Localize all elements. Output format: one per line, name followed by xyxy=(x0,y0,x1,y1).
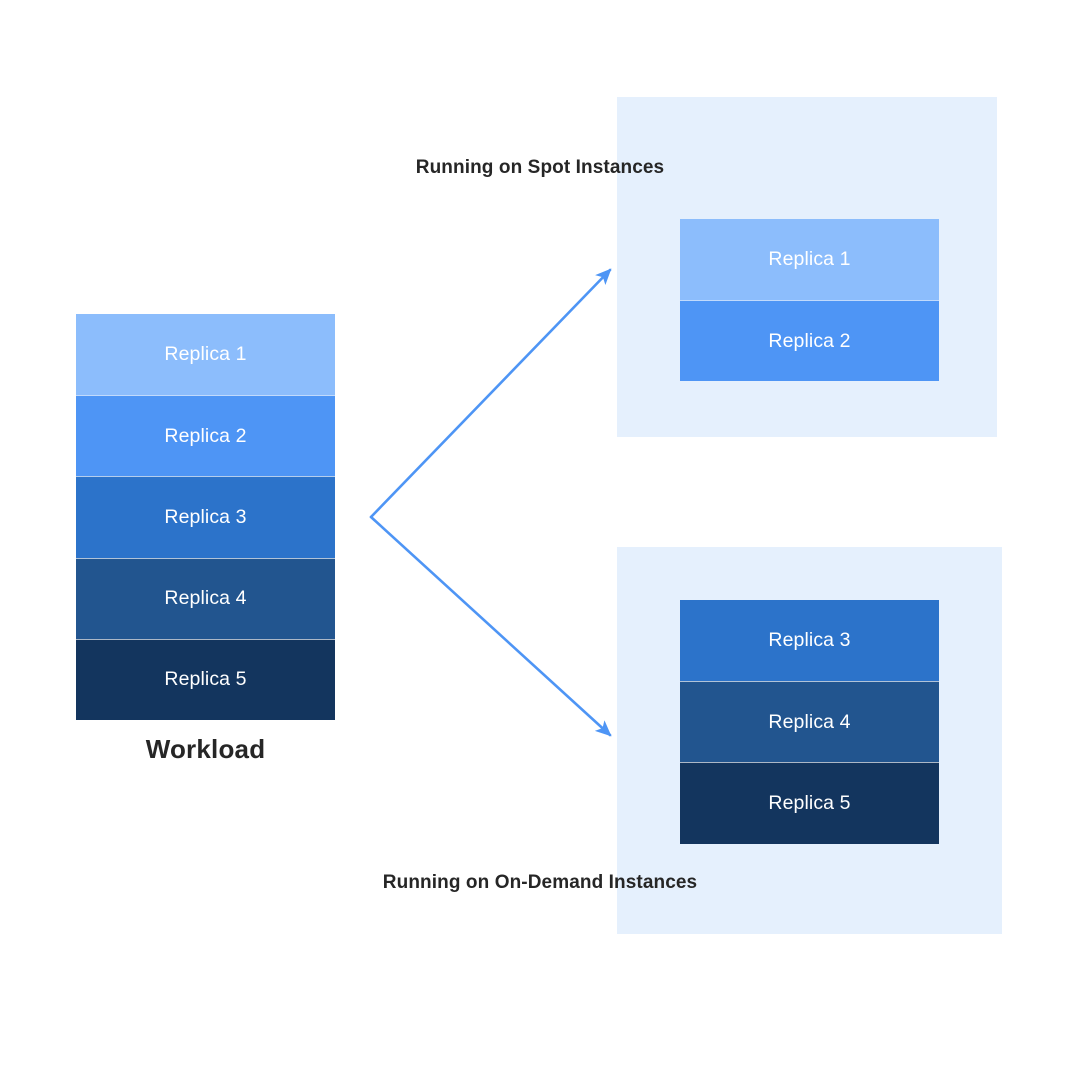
on-demand-replica-band: Replica 4 xyxy=(680,681,939,763)
replica-label: Replica 1 xyxy=(768,248,851,271)
panel-on-demand-title: Running on On-Demand Instances xyxy=(382,872,698,893)
spot-replica-band: Replica 1 xyxy=(680,219,939,301)
on-demand-replica-stack: Replica 3 Replica 4 Replica 5 xyxy=(680,600,939,844)
workload-group: Replica 1 Replica 2 Replica 3 Replica 4 Repl… xyxy=(76,314,335,764)
replica-label: Replica 5 xyxy=(768,791,851,814)
replica-label: Replica 2 xyxy=(164,424,247,447)
workload-replica-band: Replica 2 xyxy=(76,395,335,477)
spot-replica-stack: Replica 1 Replica 2 xyxy=(680,219,939,382)
replica-label: Replica 3 xyxy=(768,629,851,652)
workload-replica-stack: Replica 1 Replica 2 Replica 3 Replica 4 Repl… xyxy=(76,314,335,720)
replica-label: Replica 4 xyxy=(164,587,247,610)
panel-spot-title: Running on Spot Instances xyxy=(415,157,665,178)
arrow-to-spot-path xyxy=(369,268,612,519)
replica-label: Replica 5 xyxy=(164,668,247,691)
on-demand-replica-band: Replica 5 xyxy=(680,762,939,844)
replica-label: Replica 3 xyxy=(164,505,247,528)
workload-replica-band: Replica 5 xyxy=(76,638,335,720)
spot-replica-band: Replica 2 xyxy=(680,300,939,382)
workload-replica-band: Replica 1 xyxy=(76,314,335,396)
workload-label: Workload xyxy=(145,734,266,764)
arrow-to-on-demand-path xyxy=(369,515,612,737)
replica-label: Replica 4 xyxy=(768,710,851,733)
workload-replica-band: Replica 4 xyxy=(76,557,335,639)
replica-label: Replica 2 xyxy=(768,329,851,352)
workload-replica-band: Replica 3 xyxy=(76,476,335,558)
on-demand-replica-band: Replica 3 xyxy=(680,600,939,682)
replica-label: Replica 1 xyxy=(164,343,247,366)
